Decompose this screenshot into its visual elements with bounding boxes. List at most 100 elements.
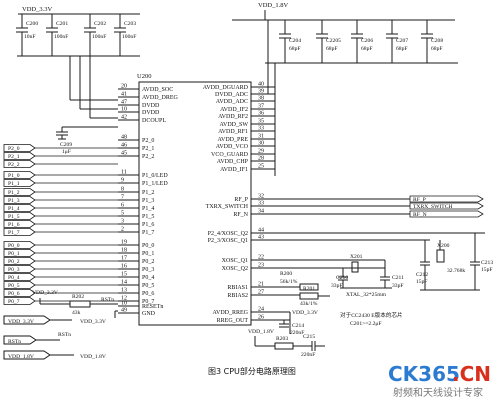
chip-left-pin-num: 12	[121, 296, 127, 302]
chip-left-pin-name: P2_2	[142, 154, 154, 160]
chip-right-pin-num: 39	[258, 89, 264, 95]
chip-left-pin-name: P0_0	[142, 243, 154, 249]
chip-left-pin-num: 48	[121, 135, 127, 141]
r200-value: 56k/1%	[280, 279, 298, 285]
port-vdd33: VDD_3.3V	[8, 319, 34, 325]
rst-label: RSTn	[101, 297, 114, 303]
port-p1-0: P1_0	[8, 173, 20, 179]
chip-left-pin-num: 49	[121, 308, 127, 314]
c213-ref: C213	[481, 260, 493, 266]
c209-value: 1μF	[62, 149, 71, 155]
chip-right-pin-name: AVDD_RF1	[218, 129, 248, 135]
chip-right-pin-num: 32	[258, 194, 264, 200]
chip-left-pin-name: DCOUPL	[142, 118, 166, 124]
chip-right-pin-num: 29	[258, 149, 264, 155]
port-p0-5: P0_5	[8, 283, 20, 289]
chip-left-pin-num: 47	[121, 100, 127, 106]
chip-right-pin-name: AVDD_IF2	[220, 107, 248, 113]
cap-value-c208: 68pF	[431, 46, 443, 52]
chip-left-pin-name: P1_0/LED	[142, 173, 168, 179]
chip-right-pin-num: 28	[258, 156, 264, 162]
chip-left-pin-name: P1_3	[142, 198, 154, 204]
chip-right-pin-name: TXRX_SWITCH	[206, 204, 249, 210]
chip-right-pin-num: 27	[258, 290, 264, 296]
figure-caption: 图3 CPU部分电路原理图	[208, 366, 296, 376]
c215-ref: C215	[303, 334, 315, 340]
c210-value: 33pF	[331, 283, 343, 289]
port-p0-7: P0_7	[8, 299, 20, 305]
c209-ref: C209	[60, 142, 72, 148]
chip-right-pin-name: DVDD_ADC	[215, 92, 248, 98]
chip-left-pin-name: P0_6	[142, 291, 154, 297]
x200-ref: X200	[437, 243, 450, 249]
chip-left-pin-name: P1_6	[142, 222, 154, 228]
c214-ref: C214	[292, 323, 304, 329]
port-p0-2: P0_2	[8, 259, 20, 265]
chip-right-pin-name: AVDD_ADC	[216, 99, 248, 105]
chip-right-pin-num: 21	[258, 282, 264, 288]
cap-ref-c2205: C2205	[326, 38, 341, 44]
chip-left-pin-name: P1_7	[142, 230, 154, 236]
chip-left-pin-num: 15	[121, 272, 127, 278]
chip-right-pin-num: 23	[258, 263, 264, 269]
r202-ref: R202	[72, 294, 84, 300]
chip-left-pin-num: 11	[121, 170, 127, 176]
port-p1-7: P1_7	[8, 230, 20, 236]
port-p1-1: P1_1	[8, 181, 20, 187]
rf-port-rf-p: RF_P	[413, 197, 426, 203]
chip-right-pin-num: 44	[258, 228, 264, 234]
chip-left-pin-num: 5	[121, 211, 124, 217]
port-p2-0: P2_0	[8, 146, 20, 152]
chip-right-pin-name: XOSC_Q1	[222, 258, 248, 264]
rreg-vdd33: VDD_3.3V	[292, 310, 318, 316]
chip-left-pin-name: P0_1	[142, 251, 154, 257]
note-line-1: 对于CC2430 E版本的芯片	[340, 311, 403, 319]
chip-left-pin-num: 3	[121, 219, 124, 225]
port-rstn: RSTn	[8, 339, 21, 345]
chip-right-pin-name: P2_4/XOSC_Q2	[208, 231, 248, 237]
chip-right-pin-name: AVDD_PRE	[217, 137, 248, 143]
chip-ref: U200	[137, 73, 151, 80]
chip-left-pin-num: 20	[121, 84, 127, 90]
chip-right-pin-name: P2_3/XOSC_Q1	[208, 238, 248, 244]
port-p2-1: P2_1	[8, 154, 20, 160]
port-p1-4: P1_4	[8, 206, 20, 212]
c211-ref: C211	[392, 275, 404, 281]
reset-vdd33: VDD_3.3V	[32, 290, 58, 296]
chip-left-pin-name: P0_2	[142, 259, 154, 265]
cap-value-c201: 100nF	[54, 34, 68, 40]
cap-value-c207: 68pF	[396, 46, 408, 52]
chip-left-pin-num: 45	[121, 151, 127, 157]
rf-port-rf-n: RF_N	[413, 212, 427, 218]
c214-value: 220nF	[290, 330, 304, 336]
chip-left-pin-name: P1_2	[142, 190, 154, 196]
chip-left-pin-name: P1_5	[142, 214, 154, 220]
chip-left-pin-name: AVDD_SOC	[142, 87, 173, 93]
cap-ref-c202: C202	[94, 21, 106, 27]
chip-left-pin-name: P1_1/LED	[142, 181, 168, 187]
cap-ref-c200: C200	[26, 21, 38, 27]
port-p1-6: P1_6	[8, 222, 20, 228]
svg-text:.CN: .CN	[452, 362, 491, 386]
chip-left-pin-num: 18	[121, 248, 127, 254]
port-vdd33-net: VDD_3.3V	[80, 319, 106, 325]
chip-left-pin-num: 14	[121, 280, 127, 286]
chip-right-pin-num: 30	[258, 141, 264, 147]
r201-value: 43k/1%	[300, 301, 318, 307]
r201-ref: R201	[303, 286, 315, 292]
port-p0-6: P0_6	[8, 291, 20, 297]
chip-right-pin-num: 34	[258, 209, 264, 215]
chip-left-pin-name: P0_4	[142, 275, 154, 281]
chip-left-pin-num: 7	[121, 195, 124, 201]
chip-left-pin-num: 8	[121, 187, 124, 193]
cap-value-c202: 100nF	[92, 34, 106, 40]
cap-ref-c206: C206	[361, 38, 373, 44]
port-p0-0: P0_0	[8, 243, 20, 249]
chip-left-pin-num: 6	[121, 203, 124, 209]
chip-right-pin-num: 33	[258, 201, 264, 207]
chip-right-pin-name: AVDD_RREG	[212, 310, 248, 316]
port-p0-3: P0_3	[8, 267, 20, 273]
chip-left-pin-name: P0_7	[142, 299, 154, 305]
chip-left-pin-name: AVDD_DREG	[142, 95, 179, 101]
chip-left-pin-num: 10	[121, 107, 127, 113]
